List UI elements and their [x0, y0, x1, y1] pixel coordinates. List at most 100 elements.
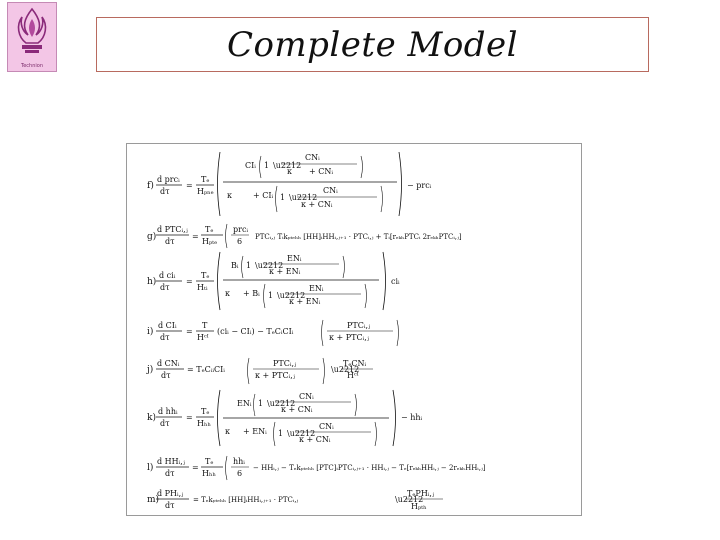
eq-k-top-a: ENᵢ [237, 399, 252, 408]
eq-l-coef-den: Hₕₕ [202, 469, 216, 478]
eq-h-bot-b: + Bᵢ [243, 289, 260, 298]
eq-h-coef-num: Tₑ [201, 271, 209, 280]
page-title: Complete Model [226, 24, 519, 65]
eq-m-lhs-num: d PHᵢ,ⱼ [157, 489, 183, 498]
svg-text:1: 1 [246, 261, 251, 270]
eq-i-lhs-num: d CIᵢ [158, 321, 177, 330]
equation-label-l: l) [147, 462, 153, 473]
svg-text:1: 1 [278, 429, 283, 438]
equation-f: f) d prcᵢ dτ = Tₑ Hₚₙₑ CIᵢ 1 \u2212 CNᵢ … [147, 151, 432, 217]
eq-k-lhs-num: d hhᵢ [158, 407, 178, 416]
eq-g-rest: PTCᵢ,ⱼ Tᵢkₚₜₑₕₕ [HH]ᵢHHᵢ,ⱼ₊₁ · PTCᵢ,ⱼ + … [255, 233, 462, 241]
eq-f-bot-inner-den: κ + CNᵢ [301, 200, 333, 209]
equation-k: k) d hhᵢ dτ = Tₑ Hₕₕ ENᵢ 1 \u2212 CNᵢ κ … [147, 389, 423, 447]
eq-j-frac-den: κ + PTCᵢ,ⱼ [255, 371, 295, 380]
equation-label-j: j) [146, 364, 153, 375]
eq-l-lhs-num: d HHᵢ,ⱼ [157, 457, 185, 466]
eq-i-lhs-den: dτ [160, 333, 170, 342]
eq-j-mid: = TₑCᵢᵢCIᵢ [187, 365, 225, 374]
eq-h-bot-a: κ [225, 289, 230, 298]
eq-f-tail: − prcᵢ [407, 181, 432, 190]
eq-g-frac-num: prcᵢ [233, 225, 248, 234]
eq-f-bot-term-a: κ [227, 191, 232, 200]
eq-g-coef-num: Tₑ [205, 225, 213, 234]
svg-text:\u2212: \u2212 [331, 365, 359, 374]
eq-g-lhs-den: dτ [165, 237, 175, 246]
eq-f-top-inner-num: CNᵢ [305, 153, 320, 162]
eq-k-top-inner-num: CNᵢ [299, 392, 314, 401]
equation-l: l) d HHᵢ,ⱼ dτ = Tₑ Hₕₕ hhᵢ 6 − HHᵢ,ⱼ − T… [147, 455, 486, 481]
equation-j: j) d CNᵢ dτ = TₑCᵢᵢCIᵢ PTCᵢ,ⱼ κ + PTCᵢ,ⱼ… [146, 357, 373, 385]
eq-h-bot-inner-num: ENᵢ [309, 284, 324, 293]
equations-figure: f) d prcᵢ dτ = Tₑ Hₚₙₑ CIᵢ 1 \u2212 CNᵢ … [146, 151, 486, 511]
eq-j-lhs-den: dτ [161, 371, 171, 380]
svg-text:=: = [186, 327, 193, 336]
eq-f-lhs-num: d prcᵢ [157, 175, 180, 184]
eq-g-lhs-num: d PTCᵢ,ⱼ [157, 225, 188, 234]
eq-h-lhs-den: dτ [160, 283, 170, 292]
eq-k-coef-den: Hₕₕ [197, 419, 211, 428]
eq-f-coef-num: Tₑ [201, 175, 209, 184]
equations-panel: f) d prcᵢ dτ = Tₑ Hₚₙₑ CIᵢ 1 \u2212 CNᵢ … [126, 143, 582, 516]
eq-l-frac-den: 6 [237, 469, 242, 478]
eq-i-frac-num: PTCᵢ,ⱼ [347, 321, 370, 330]
svg-text:1: 1 [258, 399, 263, 408]
svg-text:=: = [186, 413, 193, 422]
eq-h-lhs-num: d ciᵢ [159, 271, 176, 280]
eq-f-top-term: CIᵢ [245, 161, 256, 170]
eq-k-bot-b: + ENᵢ [243, 427, 267, 436]
eq-l-coef-num: Tₑ [205, 457, 213, 466]
eq-h-top-inner-den: κ + ENᵢ [269, 267, 301, 276]
svg-text:\u2212: \u2212 [287, 429, 315, 438]
eq-k-tail: − hhᵢ [401, 413, 423, 422]
equation-label-f: f) [147, 180, 154, 191]
eq-i-coef-num: T [202, 321, 208, 330]
eq-h-top-inner-num: ENᵢ [287, 254, 302, 263]
svg-text:\u2212: \u2212 [395, 495, 423, 504]
eq-k-bot-inner-den: κ + CNᵢ [299, 435, 331, 444]
svg-text:\u2212: \u2212 [273, 161, 301, 170]
eq-g-coef-den: Hₚₜₑ [202, 237, 217, 246]
eq-f-top-inner-den-a: κ [287, 167, 292, 176]
equation-i: i) d CIᵢ dτ = T Hᶜᴵ (ciᵢ − CIᵢ) − TₑCᵢCI… [147, 319, 399, 347]
svg-text:=: = [192, 232, 199, 241]
eq-m-lhs-den: dτ [165, 501, 175, 510]
svg-text:\u2212: \u2212 [289, 193, 317, 202]
equation-label-g: g) [147, 231, 156, 242]
svg-text:=: = [192, 463, 199, 472]
eq-j-lhs-num: d CNᵢ [157, 359, 180, 368]
eq-f-lhs-den: dτ [160, 187, 170, 196]
eq-k-lhs-den: dτ [160, 419, 170, 428]
eq-m-tail-num: TₑPHᵢ,ⱼ [407, 489, 434, 498]
logo-caption: Technion [21, 63, 43, 69]
eq-l-frac-num: hhᵢ [233, 457, 245, 466]
equation-label-m: m) [147, 494, 159, 505]
equation-label-h: h) [147, 276, 156, 287]
eq-f-coef-den: Hₚₙₑ [197, 187, 214, 196]
institution-logo: Technion [7, 2, 57, 72]
equation-m: m) d PHᵢ,ⱼ dτ = Tₑkₚₜₑₕₕ [HH]ᵢHHᵢ,ⱼ₊₁ · … [147, 489, 443, 511]
eq-i-coef-den: Hᶜᴵ [197, 333, 209, 342]
eq-h-tail: ciᵢ [391, 277, 400, 286]
eq-k-bot-a: κ [225, 427, 230, 436]
svg-text:=: = [186, 181, 193, 190]
eq-k-coef-num: Tₑ [201, 407, 209, 416]
eq-m-mid: = Tₑkₚₜₑₕₕ [HH]ᵢHHᵢ,ⱼ₊₁ · PTCᵢ,ⱼ [193, 496, 299, 504]
eq-l-rest: − HHᵢ,ⱼ − Tₑkₚₜₑₕₕ [PTC]ᵢPTCᵢ,ⱼ₊₁ · HHᵢ,… [253, 464, 486, 472]
eq-h-bot-inner-den: κ + ENᵢ [289, 297, 321, 306]
svg-text:1: 1 [264, 161, 269, 170]
eq-i-frac-den: κ + PTCᵢ,ⱼ [329, 333, 369, 342]
eq-j-tail-den: Hᶜᴵ [347, 371, 359, 380]
svg-text:=: = [186, 277, 193, 286]
svg-text:\u2212: \u2212 [255, 261, 283, 270]
eq-l-lhs-den: dτ [165, 469, 175, 478]
eq-k-bot-inner-num: CNᵢ [319, 422, 334, 431]
eq-k-top-inner-den: κ + CNᵢ [281, 405, 313, 414]
eq-f-bot-term-b: + CIᵢ [253, 191, 274, 200]
eq-h-coef-den: Hₜᵢ [197, 283, 208, 292]
eq-m-tail-den: Hₚₜₕ [411, 502, 427, 511]
svg-text:1: 1 [268, 291, 273, 300]
eq-i-mid: (ciᵢ − CIᵢ) − TₑCᵢCIᵢ [217, 327, 294, 336]
equation-h: h) d ciᵢ dτ = Tₑ Hₜᵢ Bᵢ 1 \u2212 ENᵢ κ +… [147, 251, 400, 311]
equation-g: g) d PTCᵢ,ⱼ dτ = Tₑ Hₚₜₑ prcᵢ 6 PTCᵢ,ⱼ T… [147, 223, 462, 249]
